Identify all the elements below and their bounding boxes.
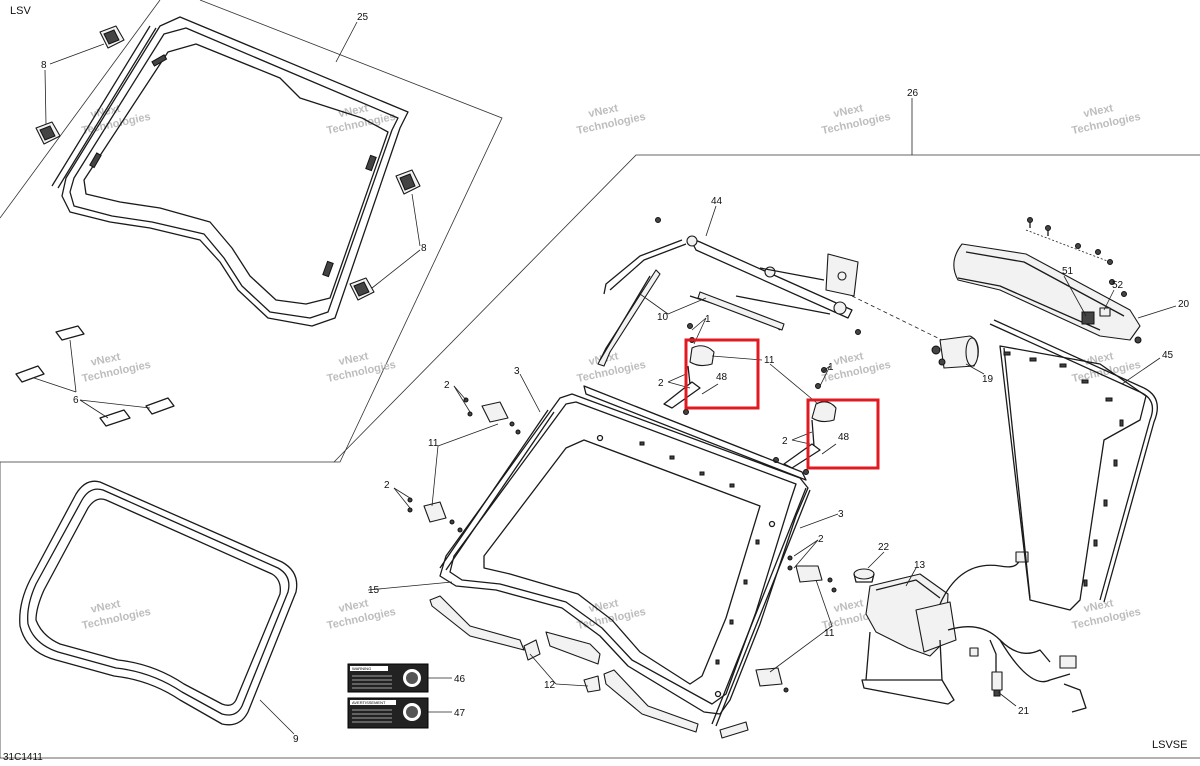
corner-label-bottom-right: LSVSE [1152, 739, 1187, 751]
callout-26: 26 [907, 88, 919, 99]
callout-10: 10 [657, 312, 669, 323]
washer-reservoir-part-13 [861, 573, 957, 705]
side-panel-part-45 [989, 319, 1158, 611]
callout-22: 22 [878, 542, 890, 553]
callout-2-center: 2 [658, 378, 664, 389]
callout-2-left-top: 2 [444, 380, 450, 391]
wiring-harness [939, 551, 1087, 713]
callout-11-right: 11 [824, 628, 835, 639]
callout-11-center: 11 [764, 355, 775, 366]
top-strip [583, 385, 807, 481]
side-strip-part-3-left [439, 409, 555, 571]
wiper-linkage-part-44 [603, 235, 859, 319]
highlight-box-left [684, 338, 760, 410]
callout-6: 6 [73, 395, 79, 406]
callout-44: 44 [711, 196, 723, 207]
hinge-part-11-left [407, 397, 521, 533]
callout-19: 19 [982, 374, 994, 385]
callout-15: 15 [368, 585, 380, 596]
callout-9: 9 [293, 734, 299, 745]
pad-part-6 [15, 325, 175, 427]
windshield-part-25 [51, 16, 409, 327]
callout-45: 45 [1162, 350, 1174, 361]
callout-48-left: 48 [716, 372, 728, 383]
callout-51: 51 [1062, 266, 1074, 277]
callout-52: 52 [1112, 280, 1124, 291]
highlight-box-right [806, 398, 880, 470]
decal-part-46: WARNING [347, 663, 429, 693]
reference-dashed-line [851, 295, 947, 343]
overhead-console-part-20 [953, 243, 1142, 344]
svg-text:AVERTISSEMENT: AVERTISSEMENT [352, 700, 386, 705]
foam-part-12 [429, 595, 699, 733]
fasteners-top-right [1025, 217, 1113, 265]
callout-8-top: 8 [41, 60, 47, 71]
callout-3-left: 3 [514, 366, 520, 377]
seal-part-9 [19, 480, 298, 726]
callout-47: 47 [454, 708, 466, 719]
callout-2-right-bracket: 2 [782, 436, 788, 447]
pump-part-21 [989, 639, 1003, 697]
corner-label-top-left: LSV [10, 5, 31, 17]
callout-20: 20 [1178, 299, 1190, 310]
side-strip-part-3-right [711, 487, 811, 739]
corner-label-bottom-left: 31C1411 [3, 752, 43, 763]
decal-part-47: AVERTISSEMENT [347, 697, 429, 729]
callout-1-right: 1 [828, 362, 834, 373]
hinge-part-11-right [755, 555, 837, 693]
callout-1-left: 1 [705, 314, 711, 325]
callout-2-left-bottom: 2 [384, 480, 390, 491]
callout-8-right: 8 [421, 243, 427, 254]
callout-11-left: 11 [428, 438, 439, 449]
windshield-frame-part-15 [439, 393, 809, 715]
clip-part-8 [35, 25, 421, 301]
callout-13: 13 [914, 560, 926, 571]
cap-part-22 [853, 568, 875, 583]
wiper-blade-part-10 [597, 269, 831, 367]
callout-21: 21 [1018, 706, 1030, 717]
callout-25: 25 [357, 12, 369, 23]
callout-46: 46 [454, 674, 466, 685]
callout-3-right: 3 [838, 509, 844, 520]
bracket-part-48-left [663, 345, 715, 415]
callout-2-right-hinge: 2 [818, 534, 824, 545]
motor-part-19 [931, 335, 979, 369]
callout-48-right: 48 [838, 432, 850, 443]
svg-text:WARNING: WARNING [352, 666, 371, 671]
callout-12: 12 [544, 680, 556, 691]
